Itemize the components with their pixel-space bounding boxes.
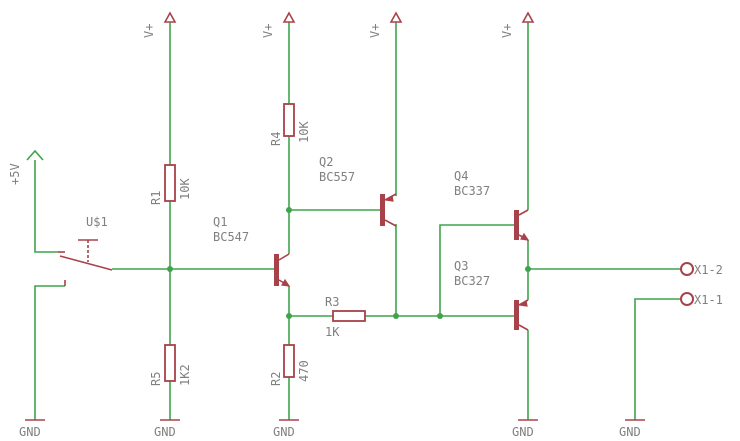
supply-vplus-r1: V+: [142, 11, 177, 38]
junction-q1-emitter: [286, 313, 292, 319]
transistor-q3: Q3 BC327: [454, 259, 529, 331]
resistor-icon: [164, 344, 176, 382]
q3-value: BC327: [454, 274, 490, 288]
connector-pad-icon: [680, 292, 694, 306]
r5-name: R5: [149, 372, 163, 386]
vplus-label: V+: [261, 24, 275, 38]
base-bar: [514, 210, 519, 240]
transistor-q1: Q1 BC547: [213, 215, 291, 287]
npn-arrow-icon: [520, 232, 530, 241]
gnd-3: GND: [273, 419, 299, 439]
switch-lever: [59, 255, 113, 271]
r1-value: 10K: [178, 178, 192, 200]
supply-vplus-q2: V+: [368, 11, 403, 38]
r2-value: 470: [297, 360, 311, 382]
vplus-label: V+: [142, 24, 156, 38]
vplus-arrow-icon: [282, 11, 296, 23]
q4-name: Q4: [454, 169, 468, 183]
resistor-r2: R2 470: [269, 344, 311, 386]
gnd-label: GND: [273, 425, 295, 439]
vplus-label: V+: [500, 24, 514, 38]
supply-vplus-q4: V+: [500, 11, 535, 38]
r5-value: 1K2: [178, 364, 192, 386]
plus5v-arrow-icon: [26, 149, 44, 161]
junction-driver-node: [437, 313, 443, 319]
connector-pad-icon: [680, 262, 694, 276]
junction-output: [525, 266, 531, 272]
resistor-icon: [332, 310, 366, 322]
resistor-icon: [283, 103, 295, 137]
r4-name: R4: [269, 132, 283, 146]
pnp-arrow-icon: [384, 195, 394, 202]
vplus-arrow-icon: [521, 11, 535, 23]
gnd-2: GND: [154, 419, 180, 439]
q2-value: BC557: [319, 170, 355, 184]
junctions: [167, 207, 531, 319]
pnp-arrow-icon: [518, 300, 528, 307]
resistor-r5: R5 1K2: [149, 344, 192, 386]
supply-plus5v: +5V: [8, 149, 44, 185]
q2-name: Q2: [319, 155, 333, 169]
r4-value: 10K: [297, 121, 311, 143]
gnd-label: GND: [154, 425, 176, 439]
collector-lead: [518, 324, 529, 331]
r2-name: R2: [269, 372, 283, 386]
vplus-arrow-icon: [389, 11, 403, 23]
connector-x1-2: X1-2: [680, 262, 723, 277]
resistor-r1: R1 10K: [149, 164, 192, 205]
switch-u1: U$1: [58, 215, 113, 286]
wires: [34, 22, 681, 420]
wire-x11-gnd: [634, 298, 681, 420]
resistor-icon: [164, 164, 176, 202]
r1-name: R1: [149, 191, 163, 205]
junction-base-node: [167, 266, 173, 272]
gnd-1: GND: [19, 419, 45, 439]
wire-switch-gnd: [34, 285, 65, 420]
junction-q1-collector: [286, 207, 292, 213]
gnd-5: GND: [619, 419, 645, 439]
resistor-r3: R3 1K: [325, 295, 366, 339]
resistor-icon: [283, 344, 295, 378]
r3-value: 1K: [325, 325, 340, 339]
plus5v-label: +5V: [8, 163, 22, 185]
wire-q4-base: [439, 224, 514, 316]
q3-name: Q3: [454, 259, 468, 273]
base-bar: [380, 194, 385, 226]
switch-name: U$1: [86, 215, 108, 229]
connector-x1-1: X1-1: [680, 292, 723, 307]
base-bar: [274, 254, 279, 286]
junction-q2-collector: [393, 313, 399, 319]
vplus-label: V+: [368, 24, 382, 38]
r3-name: R3: [325, 295, 339, 309]
transistor-q2: Q2 BC557: [319, 155, 397, 227]
collector-lead: [384, 219, 397, 227]
base-bar: [514, 300, 519, 330]
q4-value: BC337: [454, 184, 490, 198]
x1-1-label: X1-1: [694, 293, 723, 307]
q1-value: BC547: [213, 230, 249, 244]
resistor-r4: R4 10K: [269, 103, 311, 146]
gnd-label: GND: [619, 425, 641, 439]
gnd-label: GND: [19, 425, 41, 439]
x1-2-label: X1-2: [694, 263, 723, 277]
vplus-arrow-icon: [163, 11, 177, 23]
gnd-label: GND: [512, 425, 534, 439]
npn-arrow-icon: [281, 278, 291, 287]
supply-vplus-r4: V+: [261, 11, 296, 38]
collector-lead: [278, 253, 290, 261]
wire-5v-switch: [34, 160, 58, 253]
transistor-q4: Q4 BC337: [454, 169, 530, 241]
collector-lead: [518, 209, 529, 216]
q1-name: Q1: [213, 215, 227, 229]
gnd-4: GND: [512, 419, 538, 439]
